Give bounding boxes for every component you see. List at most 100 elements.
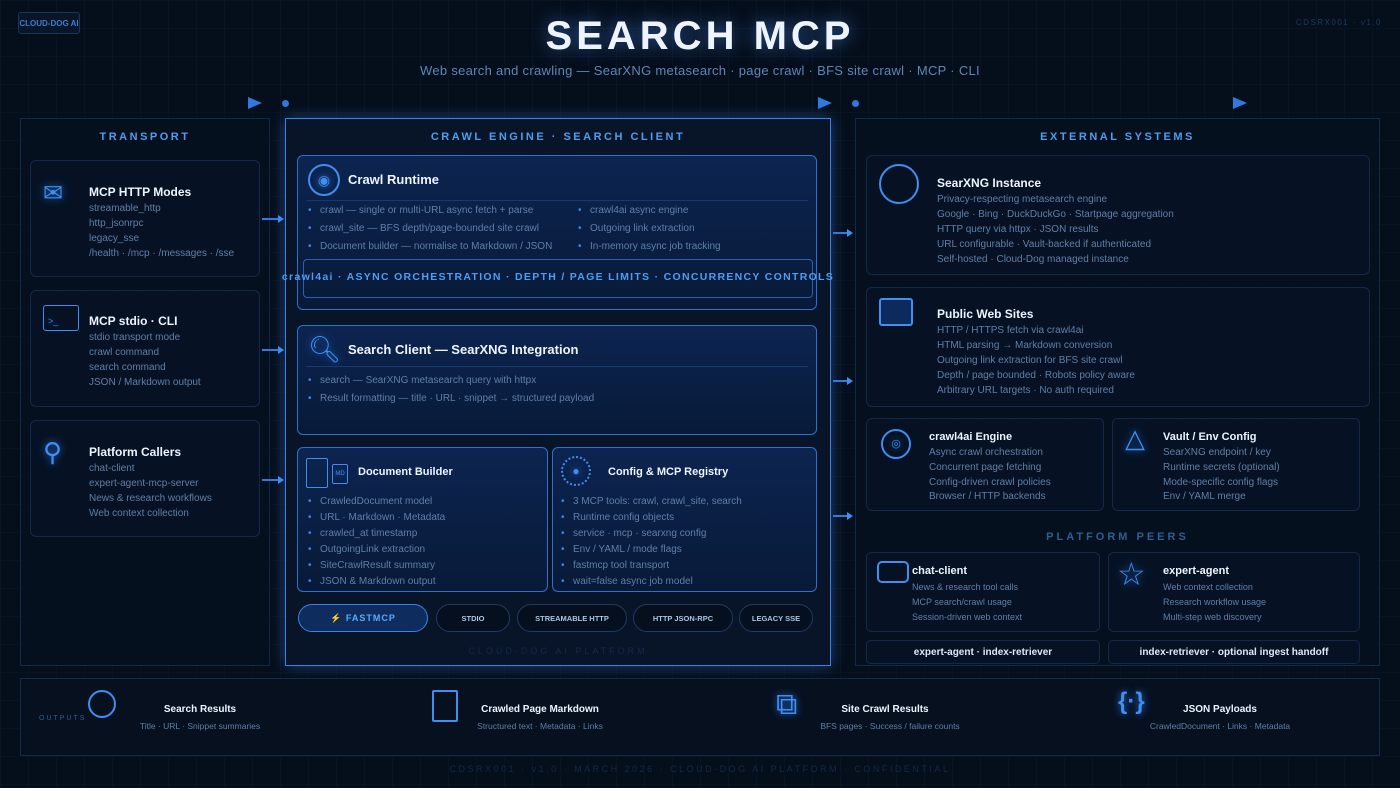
outputs-label: OUTPUTS — [39, 715, 87, 722]
connector-arrow — [262, 346, 284, 353]
transport-card-http: ✉ MCP HTTP Modes streamable_http http_js… — [30, 160, 260, 277]
card-line: Research workflow usage — [1163, 597, 1267, 607]
crawl4ai-card: ◎ crawl4ai Engine Async crawl orchestrat… — [866, 418, 1104, 511]
card-line: crawl command — [89, 347, 160, 358]
peers-title: PLATFORM PEERS — [1046, 531, 1189, 543]
flow-arrow-icon — [818, 97, 832, 109]
bullet: search — SearXNG metasearch query with h… — [308, 372, 536, 389]
search-results-icon — [88, 690, 116, 718]
external-title: EXTERNAL SYSTEMS — [1040, 131, 1195, 143]
transport-title: TRANSPORT — [99, 131, 191, 143]
vault-card: △ Vault / Env Config SearXNG endpoint / … — [1112, 418, 1360, 511]
connector-arrow — [833, 229, 853, 236]
card-line: Google · Bing · DuckDuckGo · Startpage a… — [937, 209, 1174, 220]
card-line: legacy_sse — [89, 233, 140, 244]
output-title: Site Crawl Results — [841, 704, 929, 715]
config-registry-card: ● Config & MCP Registry 3 MCP tools: cra… — [552, 447, 817, 592]
card-line: Mode-specific config flags — [1163, 477, 1279, 488]
gear-icon: ● — [561, 456, 591, 486]
pill-stdio[interactable]: STDIO — [436, 604, 510, 632]
card-line: News & research workflows — [89, 493, 212, 504]
card-line: HTTP / HTTPS fetch via crawl4ai — [937, 325, 1084, 336]
watermark: CLOUD-DOG AI PLATFORM — [468, 646, 648, 656]
card-line: HTTP query via httpx · JSON results — [937, 224, 1099, 235]
card-title: Platform Callers — [89, 445, 182, 459]
card-line: SearXNG endpoint / key — [1163, 447, 1271, 458]
search-client-card: 🔍︎ Search Client — SearXNG Integration s… — [297, 325, 817, 435]
card-line: streamable_http — [89, 203, 161, 214]
card-line: Web context collection — [1163, 582, 1253, 592]
output-subtitle: Structured text · Metadata · Links — [477, 721, 603, 731]
peer-tag: expert-agent · index-retriever — [866, 640, 1100, 664]
card-line: Outgoing link extraction for BFS site cr… — [937, 355, 1123, 366]
doc-code: CDSRX001 · v1.0 — [1295, 18, 1382, 27]
bullet: Result formatting — title · URL · snippe… — [308, 390, 594, 407]
bullet: OutgoingLink extraction — [308, 542, 425, 557]
site-tree-icon: ⧉ — [776, 688, 798, 721]
outputs-bar: OUTPUTS — [20, 678, 1380, 756]
connector-arrow — [833, 377, 853, 384]
output-subtitle: CrawledDocument · Links · Metadata — [1149, 721, 1291, 731]
card-title: Config & MCP Registry — [608, 466, 729, 478]
card-line: Web context collection — [89, 508, 189, 519]
brand-logo: CLOUD-DOG AI — [18, 12, 80, 34]
card-line: URL configurable · Vault-backed if authe… — [937, 239, 1152, 250]
connector-arrow — [262, 476, 284, 483]
browser-window-icon — [879, 298, 913, 326]
output-subtitle: BFS pages · Success / failure counts — [820, 721, 960, 731]
expert-agent-card: ☆ expert-agent Web context collection Re… — [1108, 552, 1360, 632]
bullet: wait=false async job model — [561, 574, 693, 589]
card-title: chat-client — [912, 565, 968, 577]
card-line: Concurrent page fetching — [929, 462, 1042, 473]
bullet: Outgoing link extraction — [578, 220, 695, 237]
bullet: Env / YAML / mode flags — [561, 542, 682, 557]
card-title: expert-agent — [1163, 565, 1230, 577]
card-title: Search Client — SearXNG Integration — [348, 342, 579, 357]
card-line: Depth / page bounded · Robots policy awa… — [937, 370, 1135, 381]
bullet: service · mcp · searxng config — [561, 526, 706, 541]
output-title: JSON Payloads — [1183, 704, 1257, 715]
flow-dot — [282, 100, 289, 107]
bullet: fastmcp tool transport — [561, 558, 669, 573]
card-line: chat-client — [89, 463, 135, 474]
runtime-banner: crawl4ai · ASYNC ORCHESTRATION · DEPTH /… — [282, 259, 833, 298]
card-title: SearXNG Instance — [937, 176, 1042, 190]
card-line: News & research tool calls — [912, 582, 1019, 592]
bullet: crawled_at timestamp — [308, 526, 417, 541]
transport-card-callers: ⚲ Platform Callers chat-client expert-ag… — [30, 420, 260, 537]
pill-streamable-http[interactable]: STREAMABLE HTTP — [517, 604, 627, 632]
card-line: JSON / Markdown output — [89, 377, 201, 388]
card-title: crawl4ai Engine — [929, 431, 1013, 443]
document-icon — [306, 458, 328, 488]
bullet: JSON & Markdown output — [308, 574, 436, 589]
card-title: MCP HTTP Modes — [89, 185, 192, 199]
engine-title: CRAWL ENGINE · SEARCH CLIENT — [430, 131, 686, 143]
pill-http-jsonrpc[interactable]: HTTP JSON-RPC — [633, 604, 733, 632]
connector-arrow — [262, 215, 284, 222]
card-line: /health · /mcp · /messages · /sse — [89, 248, 235, 259]
searxng-card: SearXNG Instance Privacy-respecting meta… — [866, 155, 1370, 275]
bullet: CrawledDocument model — [308, 494, 432, 509]
mail-network-icon: ✉ — [43, 180, 64, 207]
peer-tag: index-retriever · optional ingest handof… — [1108, 640, 1360, 664]
card-line: http_jsonrpc — [89, 218, 144, 229]
terminal-icon: >_ — [43, 305, 79, 331]
network-search-icon: ⚲ — [43, 437, 63, 467]
card-line: search command — [89, 362, 166, 373]
markdown-document-icon — [432, 690, 458, 722]
output-subtitle: Title · URL · Snippet summaries — [139, 721, 261, 731]
globe-search-icon — [879, 164, 919, 204]
crosshair-icon: ◎ — [881, 429, 911, 459]
card-line: MCP search/crawl usage — [912, 597, 1012, 607]
card-title: Document Builder — [358, 466, 453, 478]
footer: CDSRX001 · v1.0 · MARCH 2026 · CLOUD-DOG… — [449, 764, 951, 774]
markdown-icon: MD — [332, 464, 348, 484]
pill-legacy-sse[interactable]: LEGACY SSE — [739, 604, 813, 632]
pill-fastmcp[interactable]: ⚡ FASTMCP — [298, 604, 428, 632]
bullet: crawl4ai async engine — [578, 202, 688, 219]
card-line: Async crawl orchestration — [929, 447, 1043, 458]
card-title: Crawl Runtime — [348, 172, 440, 187]
flow-arrow-icon — [1233, 97, 1247, 109]
document-builder-card: MD Document Builder CrawledDocument mode… — [297, 447, 548, 592]
card-line: Session-driven web context — [912, 612, 1023, 622]
